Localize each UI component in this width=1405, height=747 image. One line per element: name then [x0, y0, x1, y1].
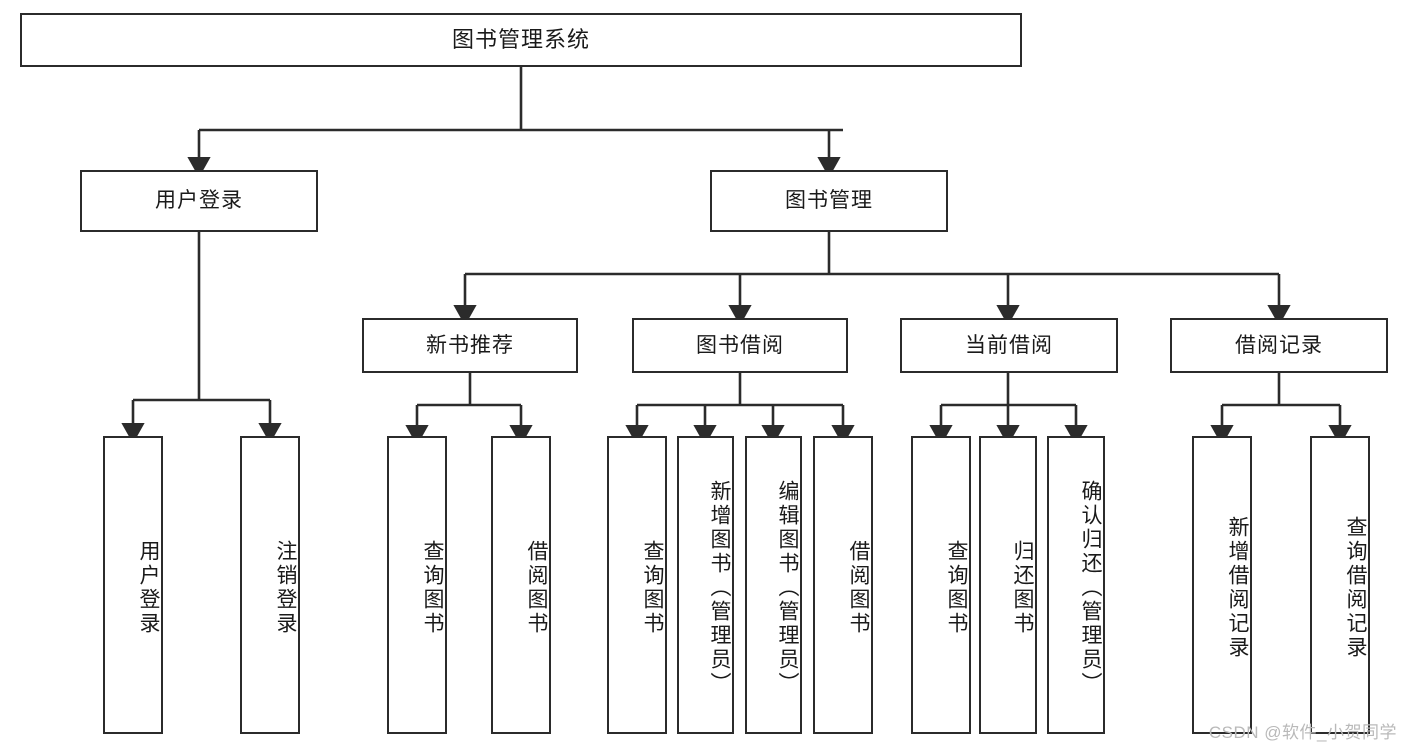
leaf-current-borrow-query-book[interactable]: 查询图书 — [911, 436, 971, 734]
node-label: 编辑图书（管理员） — [776, 480, 799, 696]
node-label: 当前借阅 — [965, 333, 1053, 357]
leaf-book-borrow-add-book-admin[interactable]: 新增图书（管理员） — [677, 436, 734, 734]
leaf-book-borrow-edit-book-admin[interactable]: 编辑图书（管理员） — [745, 436, 802, 734]
node-label: 用户登录 — [137, 540, 160, 636]
node-current-borrow[interactable]: 当前借阅 — [900, 318, 1118, 373]
node-label: 查询借阅记录 — [1344, 516, 1367, 660]
node-label: 注销登录 — [274, 540, 297, 636]
node-label: 借阅图书 — [847, 540, 870, 636]
node-label: 归还图书 — [1011, 540, 1034, 636]
node-label: 借阅记录 — [1235, 333, 1323, 357]
leaf-user-login-login[interactable]: 用户登录 — [103, 436, 163, 734]
leaf-current-borrow-return-book[interactable]: 归还图书 — [979, 436, 1037, 734]
node-borrow-record[interactable]: 借阅记录 — [1170, 318, 1388, 373]
node-new-book-recommend[interactable]: 新书推荐 — [362, 318, 578, 373]
leaf-borrow-record-query-record[interactable]: 查询借阅记录 — [1310, 436, 1370, 734]
node-label: 新书推荐 — [426, 333, 514, 357]
node-label: 图书借阅 — [696, 333, 784, 357]
leaf-borrow-record-add-record[interactable]: 新增借阅记录 — [1192, 436, 1252, 734]
node-book-borrow[interactable]: 图书借阅 — [632, 318, 848, 373]
node-label: 新增借阅记录 — [1226, 516, 1249, 660]
watermark-credit: CSDN @软件_小贺同学 — [1208, 723, 1397, 742]
leaf-book-borrow-query-book[interactable]: 查询图书 — [607, 436, 667, 734]
leaf-current-borrow-confirm-return-admin[interactable]: 确认归还（管理员） — [1047, 436, 1105, 734]
node-label: 图书管理 — [785, 189, 873, 213]
node-label: 新增图书（管理员） — [708, 480, 731, 696]
node-book-management[interactable]: 图书管理 — [710, 170, 948, 232]
node-label: 用户登录 — [155, 189, 243, 213]
leaf-new-book-borrow-book[interactable]: 借阅图书 — [491, 436, 551, 734]
leaf-user-login-logout[interactable]: 注销登录 — [240, 436, 300, 734]
node-label: 查询图书 — [945, 540, 968, 636]
node-label: 图书管理系统 — [451, 26, 590, 52]
node-label: 确认归还（管理员） — [1079, 480, 1102, 696]
node-label: 借阅图书 — [525, 540, 548, 636]
leaf-new-book-query-book[interactable]: 查询图书 — [387, 436, 447, 734]
node-user-login[interactable]: 用户登录 — [80, 170, 318, 232]
node-label: 查询图书 — [641, 540, 664, 636]
node-root-book-management-system[interactable]: 图书管理系统 — [20, 13, 1022, 67]
node-label: 查询图书 — [421, 540, 444, 636]
leaf-book-borrow-borrow-book[interactable]: 借阅图书 — [813, 436, 873, 734]
